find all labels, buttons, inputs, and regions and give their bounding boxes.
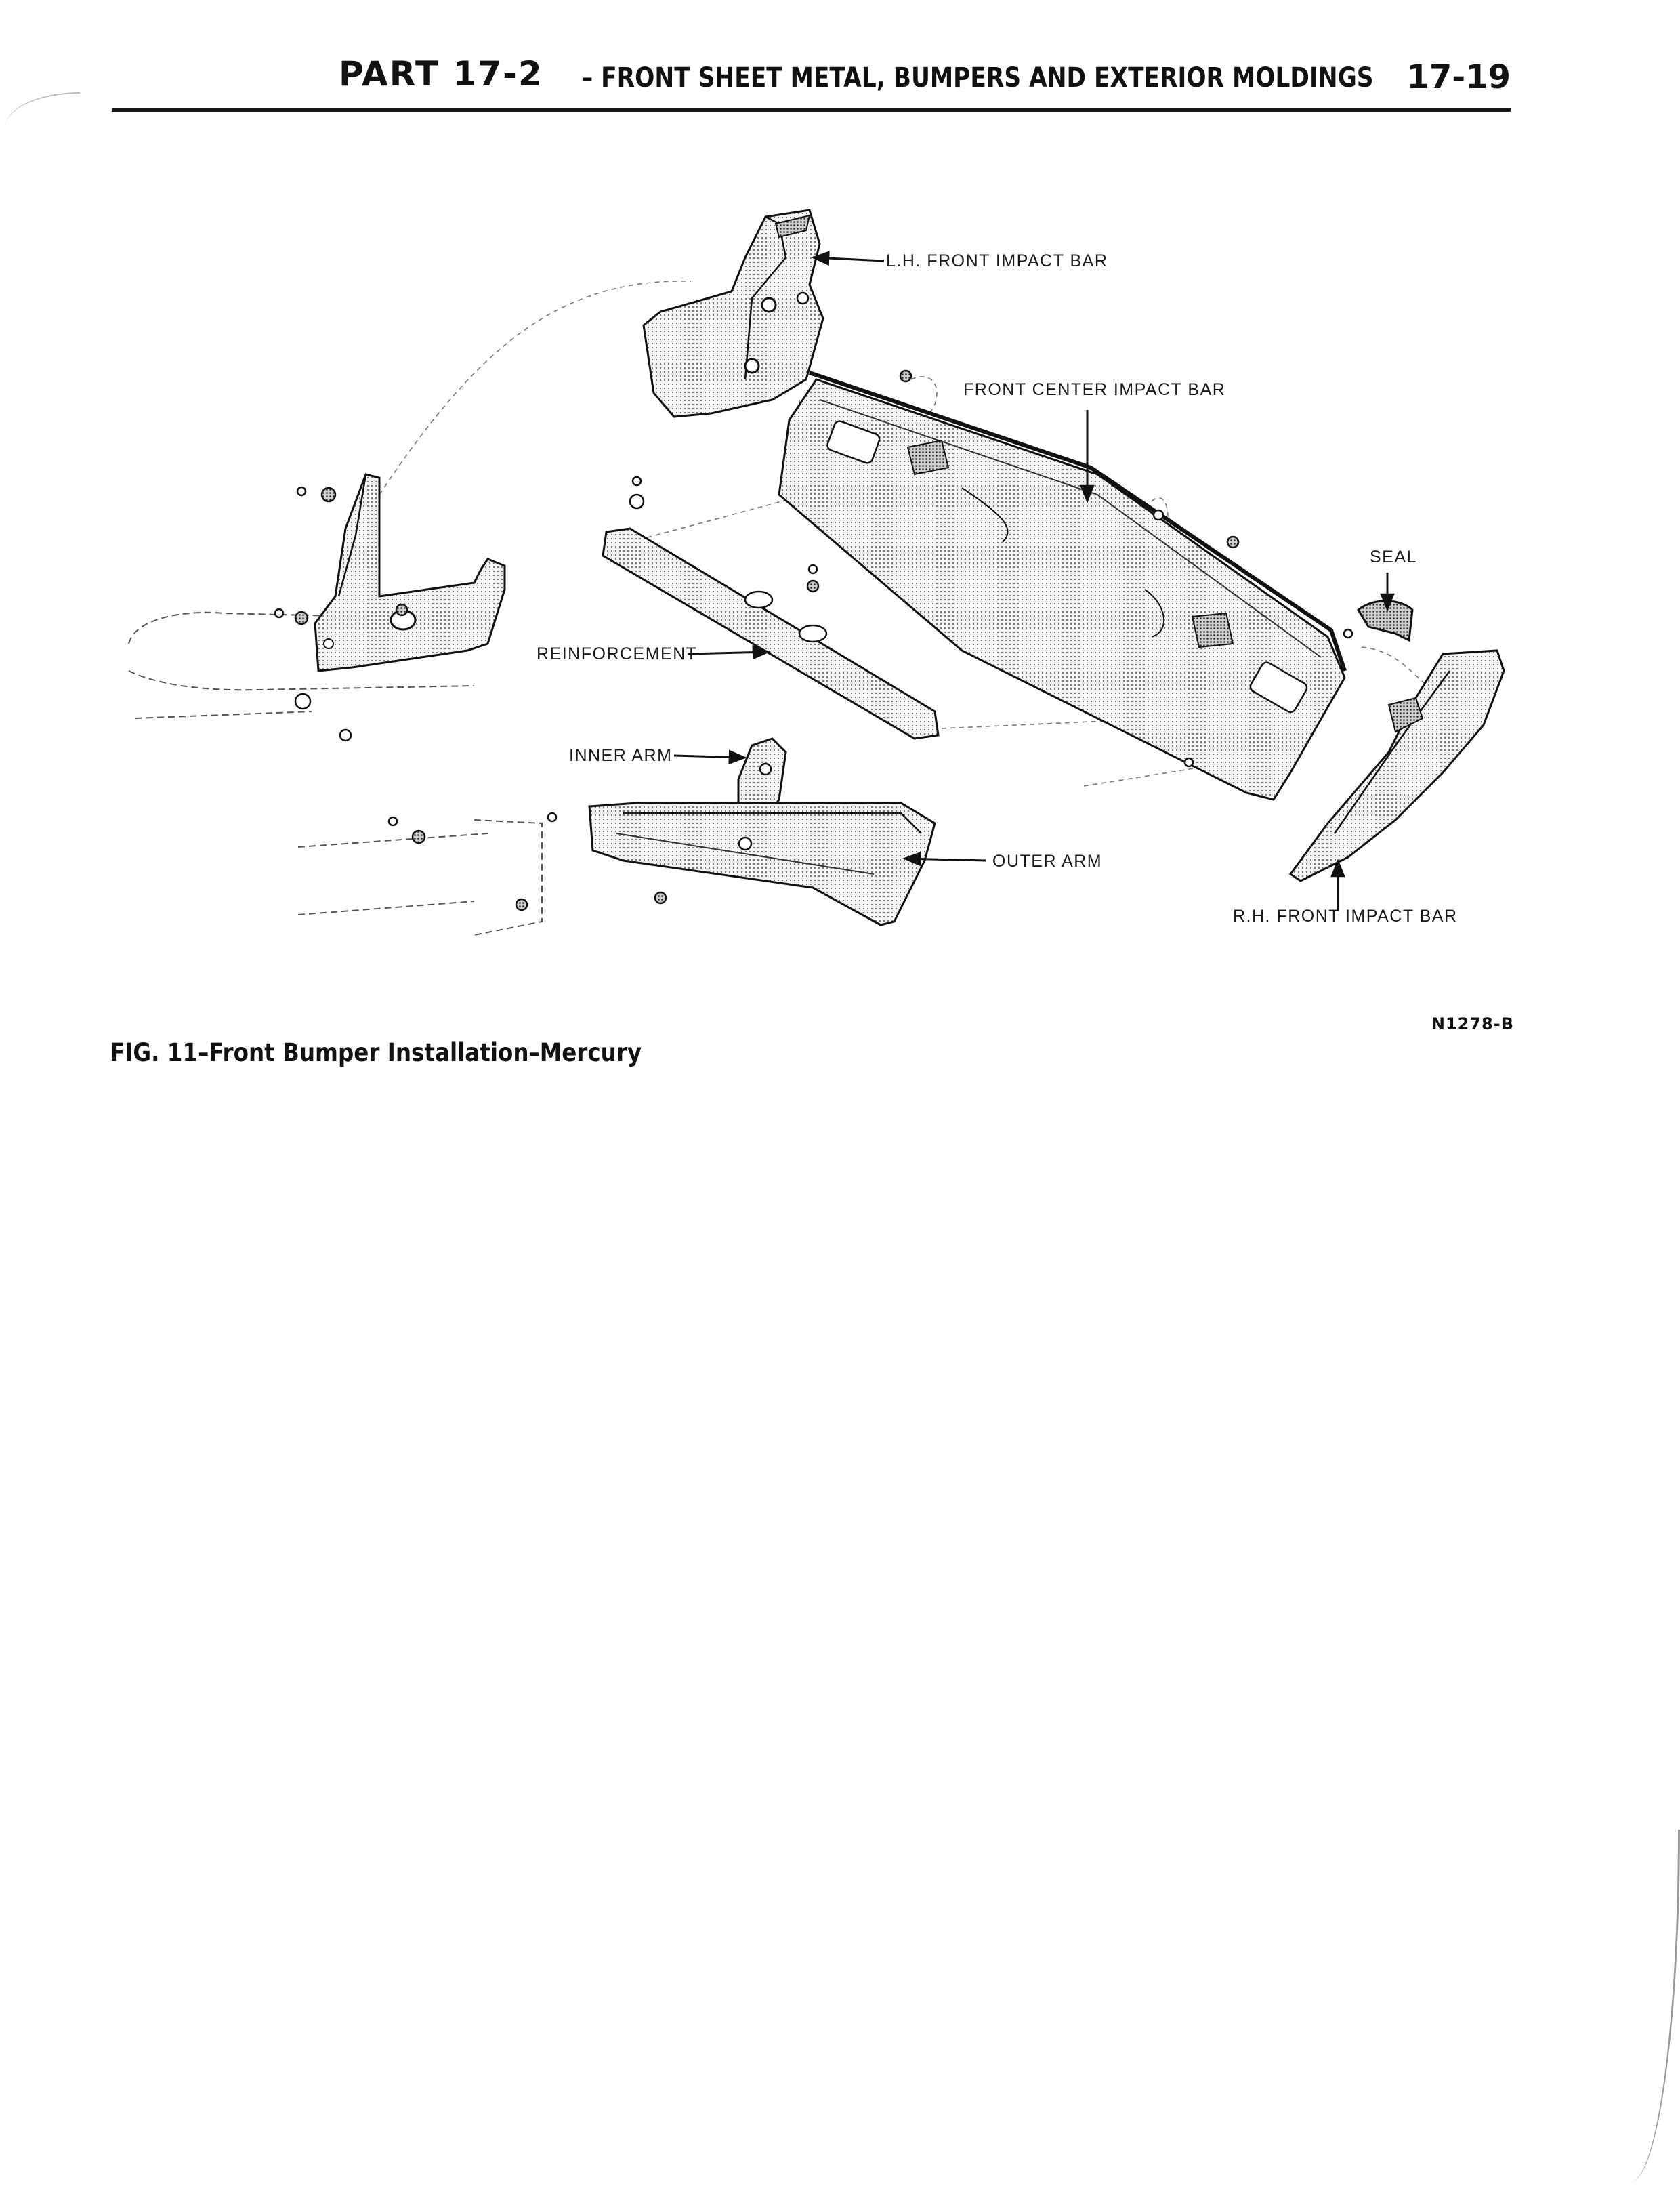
front-center-impact-bar <box>778 371 1347 801</box>
header-rule <box>112 108 1511 112</box>
reinforcement <box>602 527 940 740</box>
fasteners <box>274 369 1353 911</box>
frame-rail-lower <box>297 819 543 936</box>
label-leaders <box>673 251 1395 911</box>
header-page-number: 17-19 <box>1406 58 1511 96</box>
label-front-center-impact-bar: FRONT CENTER IMPACT BAR <box>963 380 1225 399</box>
label-rh-front-impact-bar: R.H. FRONT IMPACT BAR <box>1233 907 1458 926</box>
left-bumper-bracket <box>314 473 506 672</box>
header-part-number: PART 17-2 <box>339 54 543 94</box>
figure-caption: FIG. 11–Front Bumper Installation–Mercur… <box>110 1038 642 1067</box>
label-lh-front-impact-bar: L.H. FRONT IMPACT BAR <box>886 251 1108 270</box>
label-outer-arm: OUTER ARM <box>992 852 1102 871</box>
header-section-title: – FRONT SHEET METAL, BUMPERS AND EXTERIO… <box>581 62 1374 94</box>
frame-rail-left <box>128 611 475 719</box>
bumper-exploded-diagram: L.H. FRONT IMPACT BAR FRONT CENTER IMPAC… <box>128 209 1505 936</box>
seal <box>1357 600 1414 642</box>
label-inner-arm: INNER ARM <box>569 746 672 765</box>
header-title-text: FRONT SHEET METAL, BUMPERS AND EXTERIOR … <box>601 62 1374 94</box>
label-seal: SEAL <box>1370 548 1417 566</box>
header-separator: – <box>581 62 593 94</box>
rh-front-impact-bar <box>1288 649 1505 882</box>
outer-arm <box>588 802 936 926</box>
figure-code: N1278-B <box>1431 1014 1514 1033</box>
lh-front-impact-bar <box>642 209 824 418</box>
scan-edge-mark <box>1631 1830 1680 2182</box>
label-reinforcement: REINFORCEMENT <box>537 644 698 663</box>
